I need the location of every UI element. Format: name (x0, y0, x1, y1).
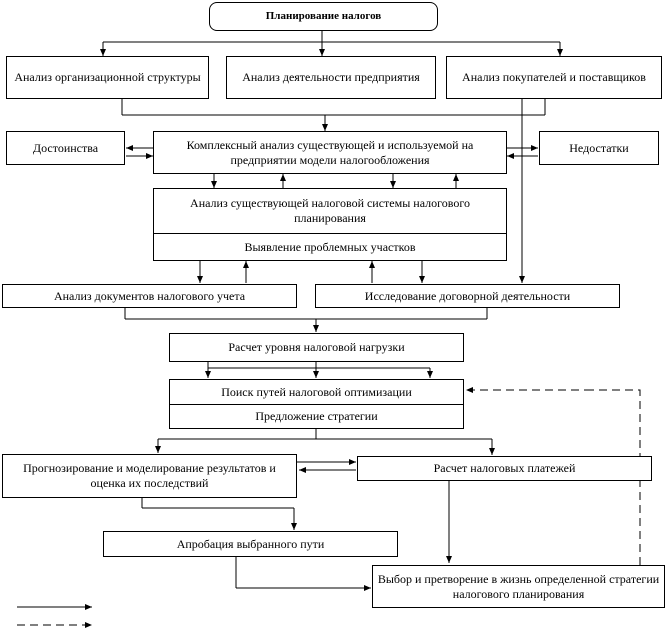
approbation-box: Апробация выбранного пути (103, 531, 398, 557)
existing-system-analysis-text: Анализ существующей налоговой системы на… (190, 196, 470, 225)
tax-planning-title-text: Планирование налогов (265, 10, 382, 22)
optimization-search-text: Поиск путей налоговой оптимизации (221, 384, 412, 399)
optimization-search: Поиск путей налоговой оптимизации (170, 380, 463, 404)
org-structure-box: Анализ организационной структуры (6, 56, 209, 99)
advantages-text: Достоинства (32, 140, 99, 155)
forecasting-text: Прогнозирование и моделирование результа… (23, 461, 276, 490)
enterprise-activity-text: Анализ деятельности предприятия (242, 70, 420, 84)
tax-docs-box: Анализ документов налогового учета (2, 284, 297, 308)
strategy-choice-text: Выбор и претворение в жизнь определенной… (377, 571, 660, 601)
tax-docs-text: Анализ документов налогового учета (53, 288, 246, 303)
org-structure-text: Анализ организационной структуры (14, 70, 201, 84)
complex-analysis-text: Комплексный анализ существующей и исполь… (186, 137, 474, 167)
enterprise-activity-box: Анализ деятельности предприятия (226, 56, 436, 99)
tax-planning-title: Планирование налогов (209, 2, 438, 31)
strategy-choice-box: Выбор и претворение в жизнь определенной… (372, 565, 665, 608)
complex-analysis-box: Комплексный анализ существующей и исполь… (153, 131, 507, 174)
strategy-proposal: Предложение стратегии (170, 404, 463, 428)
buyers-suppliers-box: Анализ покупателей и поставщиков (446, 56, 662, 99)
disadvantages-box: Недостатки (539, 131, 659, 165)
existing-system-box: Анализ существующей налоговой системы на… (153, 188, 507, 261)
advantages-box: Достоинства (6, 131, 125, 165)
disadvantages-text: Недостатки (569, 140, 629, 155)
contract-study-text: Исследование договорной деятельности (364, 288, 571, 303)
tax-payments-text: Расчет налоговых платежей (433, 461, 576, 475)
approbation-text: Апробация выбранного пути (176, 536, 325, 551)
problem-areas-text: Выявление проблемных участков (244, 239, 416, 254)
buyers-suppliers-text: Анализ покупателей и поставщиков (462, 70, 646, 84)
tax-burden-text: Расчет уровня налоговой нагрузки (228, 340, 405, 354)
contract-study-box: Исследование договорной деятельности (315, 284, 620, 308)
optimization-box: Поиск путей налоговой оптимизации Предло… (169, 379, 464, 429)
problem-areas: Выявление проблемных участков (154, 233, 506, 260)
tax-payments-box: Расчет налоговых платежей (357, 456, 652, 481)
strategy-proposal-text: Предложение стратегии (255, 409, 378, 423)
tax-burden-box: Расчет уровня налоговой нагрузки (169, 333, 464, 362)
forecasting-box: Прогнозирование и моделирование результа… (2, 454, 297, 498)
existing-system-analysis: Анализ существующей налоговой системы на… (154, 189, 506, 233)
